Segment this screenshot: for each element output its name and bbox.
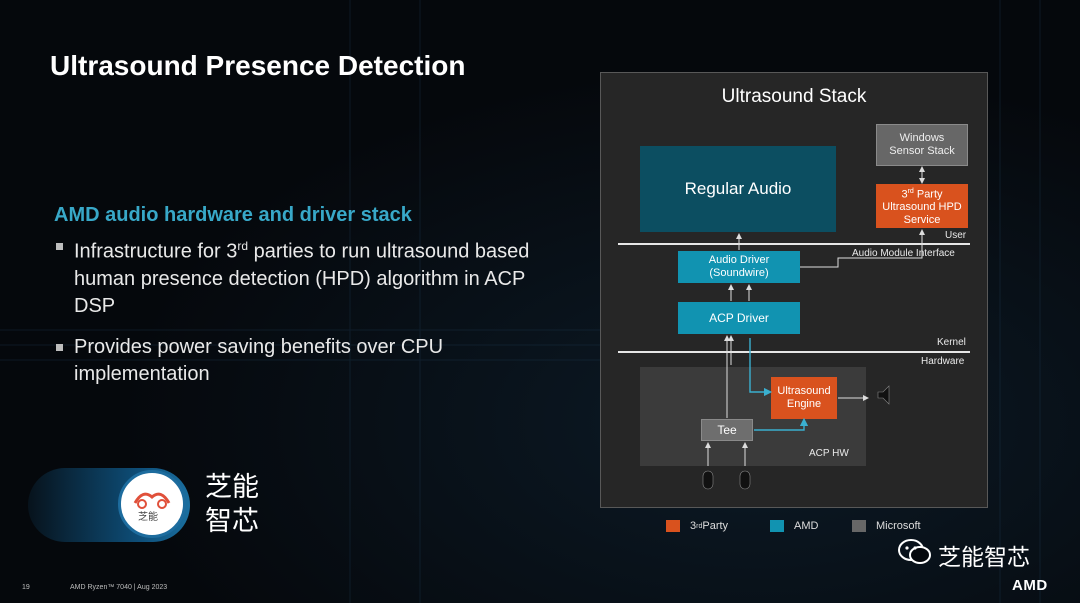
user-kernel-divider <box>618 243 970 245</box>
bullet-square-icon <box>56 344 63 351</box>
legend-item-amd: AMD <box>770 520 818 532</box>
bullet-text: Infrastructure for 3rd parties to run ul… <box>74 239 530 317</box>
legend-item-microsoft: Microsoft <box>852 520 921 532</box>
footer-product-date: AMD Ryzen™ 7040 | Aug 2023 <box>70 584 168 591</box>
hardware-label: Hardware <box>921 356 965 367</box>
regular-audio-box: Regular Audio <box>640 146 836 232</box>
brand-name: 芝能 智芯 <box>205 472 259 536</box>
audio-driver-box: Audio Driver(Soundwire) <box>678 251 800 283</box>
arrow-tee-engine <box>754 417 809 431</box>
speaker-icon <box>877 385 890 405</box>
section-subheading: AMD audio hardware and driver stack <box>54 204 412 226</box>
user-label: User <box>945 230 967 241</box>
bullet-square-icon <box>56 243 63 250</box>
microphone-icon-left <box>702 470 714 490</box>
wechat-icon <box>898 539 931 564</box>
page-number: 19 <box>22 584 30 591</box>
wechat-account-name: 芝能智芯 <box>938 544 1030 570</box>
brand-logo-text: 芝能 <box>138 512 158 523</box>
kernel-label: Kernel <box>937 337 966 348</box>
diagram-title: Ultrasound Stack <box>721 86 867 107</box>
line-audiodriver-interface <box>800 246 923 268</box>
acp-hw-label: ACP HW <box>809 448 849 459</box>
arrow-acpdriver-engine <box>749 338 773 397</box>
legend-swatch-orange <box>666 520 680 532</box>
legend-swatch-gray <box>852 520 866 532</box>
amd-logo: AMD <box>1012 577 1048 594</box>
kernel-hardware-divider <box>618 351 970 353</box>
brand-car-icon <box>133 492 171 509</box>
microphone-icon-right <box>739 470 751 490</box>
audio-module-interface-label: Audio Module Interface <box>852 248 955 259</box>
slide-title: Ultrasound Presence Detection <box>50 50 466 81</box>
bullet-text: Provides power saving benefits over CPU … <box>74 336 444 385</box>
tee-box: Tee <box>701 419 753 441</box>
brand-logo-circle <box>118 470 186 538</box>
acp-driver-box: ACP Driver <box>678 302 800 334</box>
legend-swatch-teal <box>770 520 784 532</box>
